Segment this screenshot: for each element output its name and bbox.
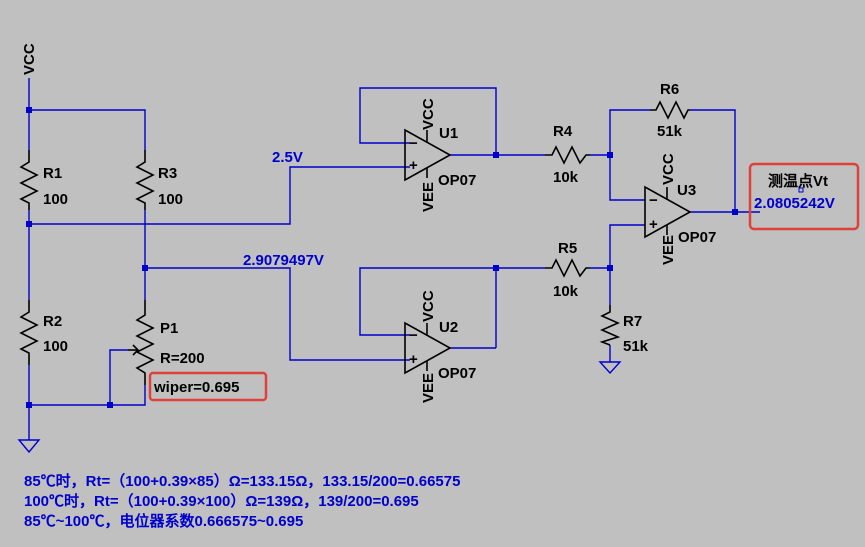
resistor-r6-value: 51k: [657, 123, 683, 140]
u2-name: U2: [439, 319, 458, 336]
resistor-r1-name: R1: [43, 165, 62, 182]
resistor-r7-value: 51k: [623, 338, 649, 355]
resistor-r3[interactable]: R3 100: [135, 150, 183, 210]
minus-icon: −: [649, 192, 658, 209]
resistor-r7-name: R7: [623, 313, 642, 330]
u3-vee: VEE: [660, 235, 677, 265]
junction-dot: [142, 265, 148, 271]
opamp-u1[interactable]: − + VCC VEE U1 OP07: [404, 98, 476, 212]
resistor-r4[interactable]: R4 10k: [545, 123, 590, 186]
resistor-r5[interactable]: R5 10k: [545, 240, 590, 300]
plus-icon: +: [649, 216, 658, 233]
junction-dot: [26, 221, 32, 227]
u1-name: U1: [439, 125, 458, 142]
u1-vcc: VCC: [420, 98, 437, 130]
wiper-highlight-box: [148, 371, 268, 402]
resistor-r4-value: 10k: [553, 169, 579, 186]
opamp-u3[interactable]: − + VCC VEE U3 OP07: [644, 153, 716, 265]
junctions: [26, 107, 738, 408]
vcc-flag: VCC: [21, 43, 38, 75]
resistor-r3-value: 100: [158, 191, 183, 208]
ground-symbol: [598, 361, 622, 375]
resistor-r1-value: 100: [43, 191, 68, 208]
resistor-r7[interactable]: R7 51k: [599, 305, 649, 355]
output-probe[interactable]: 测温点Vt 2.0805242V: [748, 162, 860, 231]
u1-model: OP07: [438, 172, 476, 189]
resistor-r6-name: R6: [660, 81, 679, 98]
ground-symbol: [17, 439, 41, 454]
junction-dot: [26, 402, 32, 408]
minus-icon: −: [409, 327, 418, 344]
junction-dot: [493, 265, 499, 271]
resistor-r2-name: R2: [43, 313, 62, 330]
junction-dot: [26, 107, 32, 113]
potentiometer-p1-name: P1: [160, 320, 178, 337]
opamp-u2[interactable]: − + VCC VEE U2 OP07: [404, 290, 476, 403]
resistor-r6[interactable]: R6 51k: [650, 81, 690, 140]
u3-model: OP07: [678, 229, 716, 246]
output-highlight-box: [748, 162, 860, 231]
resistor-r2[interactable]: R2 100: [19, 300, 68, 365]
net-label-bridge-voltage: 2.9079497V: [243, 252, 324, 269]
u1-vee: VEE: [420, 182, 437, 212]
junction-dot: [607, 152, 613, 158]
resistor-r3-name: R3: [158, 165, 177, 182]
net-label-ref-voltage: 2.5V: [272, 149, 303, 166]
resistor-r5-name: R5: [558, 240, 577, 257]
note-line-3: 85℃~100℃，电位器系数0.666575~0.695: [24, 512, 303, 530]
output-label: 测温点Vt: [768, 172, 828, 190]
junction-dot: [607, 265, 613, 271]
resistor-r1[interactable]: R1 100: [19, 150, 68, 210]
junction-dot: [732, 209, 738, 215]
wires: [28, 78, 760, 440]
junction-dot: [107, 402, 113, 408]
potentiometer-p1-value: R=200: [160, 350, 205, 367]
plus-icon: +: [409, 351, 418, 368]
potentiometer-wiper: wiper=0.695: [153, 379, 239, 396]
note-line-1: 85℃时，Rt=（100+0.39×85）Ω=133.15Ω，133.15/20…: [24, 472, 460, 490]
u3-vcc: VCC: [660, 153, 677, 185]
u2-vee: VEE: [420, 373, 437, 403]
resistor-r5-value: 10k: [553, 283, 579, 300]
potentiometer-p1[interactable]: P1 R=200 wiper=0.695: [128, 300, 268, 402]
junction-dot: [493, 152, 499, 158]
vcc-label: VCC: [21, 43, 38, 75]
note-line-2: 100℃时，Rt=（100+0.39×100）Ω=139Ω，139/200=0.…: [24, 492, 419, 510]
u3-name: U3: [677, 182, 696, 199]
plus-icon: +: [409, 157, 418, 174]
resistor-r2-value: 100: [43, 338, 68, 355]
output-voltage: 2.0805242V: [754, 195, 835, 212]
resistor-r4-name: R4: [553, 123, 573, 140]
label-anchor-icon: [798, 187, 804, 193]
minus-icon: −: [409, 135, 418, 152]
u2-model: OP07: [438, 365, 476, 382]
u2-vcc: VCC: [420, 290, 437, 322]
